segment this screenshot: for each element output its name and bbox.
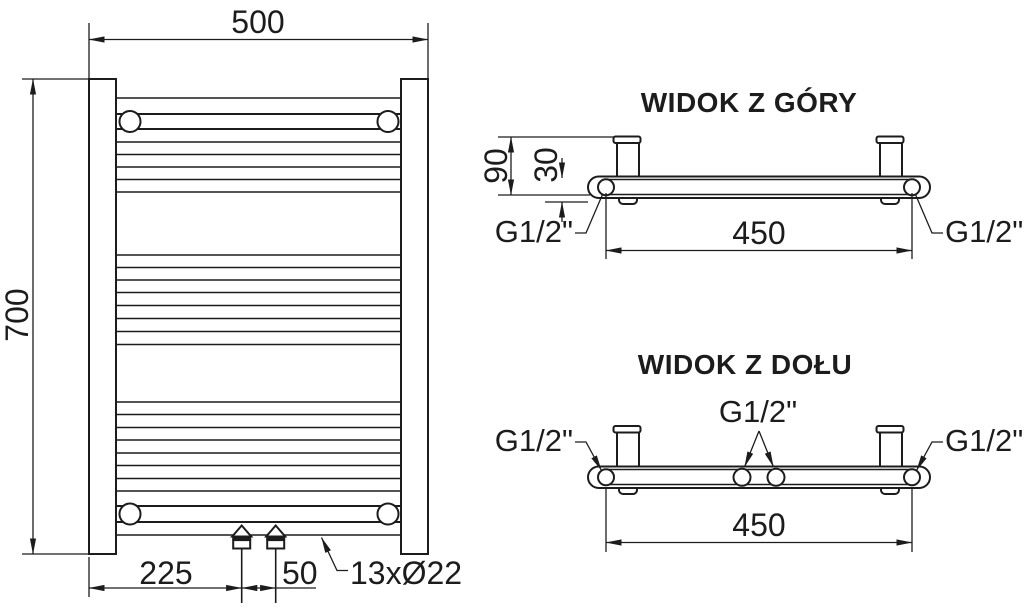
bottom-view-dimensions: G1/2" G1/2" G1/2" 450: [495, 394, 1023, 552]
right-valve-cone: [264, 523, 288, 538]
valve-connections: [230, 523, 288, 603]
left-thread-leader-bottom: [575, 441, 603, 471]
tube-spec-leader: [320, 537, 348, 572]
dim-tube-depth-label: 30: [528, 147, 564, 183]
thread-center-label: G1/2": [719, 394, 797, 429]
right-valve-body: [266, 539, 286, 550]
thread-right-top-label: G1/2": [945, 214, 1023, 249]
left-valve-body: [232, 539, 252, 550]
top-view: WIDOK Z GÓRY 90: [478, 87, 1023, 259]
front-dimensions: 500 700 225 50 13xØ22: [0, 4, 462, 597]
tube-spec-label: 13xØ22: [350, 555, 462, 591]
center-connection-left: [732, 467, 752, 487]
dim-width-label: 500: [231, 4, 284, 40]
dim-depth-label: 90: [478, 148, 514, 184]
front-view: 500 700 225 50 13xØ22: [0, 4, 462, 603]
tube-bar-top-view: [587, 175, 931, 199]
center-thread-leader-right: [758, 430, 775, 468]
end-tubes: [116, 113, 401, 523]
right-thread-opening: [903, 178, 921, 197]
radiator-rungs: [116, 97, 401, 536]
wall-brackets-top: [612, 135, 905, 179]
center-connection-right: [766, 467, 786, 487]
right-thread-opening-bottom: [903, 468, 921, 487]
dim-offset-label: 225: [139, 555, 192, 591]
bottom-view: WIDOK Z DOŁU G1/2" G1/2": [495, 349, 1023, 552]
tube-plugs: [118, 110, 400, 526]
dim-axis-spacing-top-label: 450: [732, 215, 785, 251]
center-thread-leader-left: [743, 430, 760, 468]
left-collector: [88, 78, 117, 555]
dim-valve-spacing-label: 50: [282, 555, 318, 591]
right-thread-leader-bottom: [915, 441, 943, 471]
thread-left-top-label: G1/2": [495, 214, 573, 249]
top-view-title: WIDOK Z GÓRY: [641, 87, 858, 118]
dim-axis-spacing-bottom-label: 450: [732, 507, 785, 543]
right-thread-leader: [914, 194, 943, 234]
left-thread-leader: [575, 194, 604, 234]
thread-right-bottom-label: G1/2": [945, 423, 1023, 458]
right-valve-seat: [266, 536, 286, 541]
right-collector: [400, 78, 429, 555]
top-view-dimensions: 90 30 450 G1/2" G1/2": [478, 136, 1023, 259]
thread-left-bottom-label: G1/2": [495, 423, 573, 458]
left-valve-cone: [230, 523, 254, 538]
bottom-view-title: WIDOK Z DOŁU: [638, 349, 852, 380]
left-thread-opening-bottom: [597, 468, 615, 487]
left-valve-seat: [232, 536, 252, 541]
tube-bar-bottom-view: [587, 465, 931, 489]
dim-height-label: 700: [0, 288, 35, 341]
left-thread-opening: [597, 178, 615, 197]
